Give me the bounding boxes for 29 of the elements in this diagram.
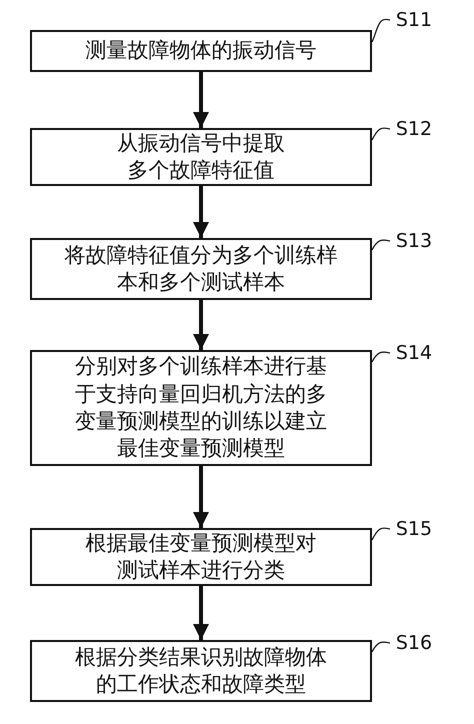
step-text: 根据分类结果识别故障物体的工作状态和故障类型 <box>74 644 328 698</box>
arrow <box>193 586 209 640</box>
step-text: 将故障特征值分为多个训练样本和多个测试样本 <box>64 242 338 296</box>
leader-line <box>371 128 390 140</box>
step-number: S14 <box>396 342 432 364</box>
leader-line <box>371 642 390 652</box>
step-number: S12 <box>396 118 432 140</box>
process-box <box>30 238 372 300</box>
leader-line <box>371 528 390 540</box>
process-box <box>30 30 372 72</box>
arrow <box>193 300 209 350</box>
process-box <box>30 528 372 586</box>
step-number: S13 <box>396 230 432 252</box>
arrow <box>193 186 209 238</box>
step-text: 测量故障物体的振动信号 <box>86 37 316 64</box>
step-number: S16 <box>396 632 432 654</box>
leader-line <box>371 18 390 42</box>
leader-line <box>371 352 390 362</box>
arrow <box>193 72 209 128</box>
process-box <box>30 128 372 186</box>
arrow <box>193 466 209 528</box>
step-text: 从振动信号中提取多个故障特征值 <box>116 130 286 184</box>
process-box <box>30 640 372 702</box>
step-text: 分别对多个训练样本进行基于支持向量回归机方法的多变量预测模型的训练以建立最佳变量预测模型 <box>74 353 328 462</box>
process-box <box>30 350 372 466</box>
step-text: 根据最佳变量预测模型对测试样本进行分类 <box>84 530 318 584</box>
step-number: S11 <box>396 9 432 31</box>
step-number: S15 <box>396 518 432 540</box>
leader-line <box>371 240 390 250</box>
